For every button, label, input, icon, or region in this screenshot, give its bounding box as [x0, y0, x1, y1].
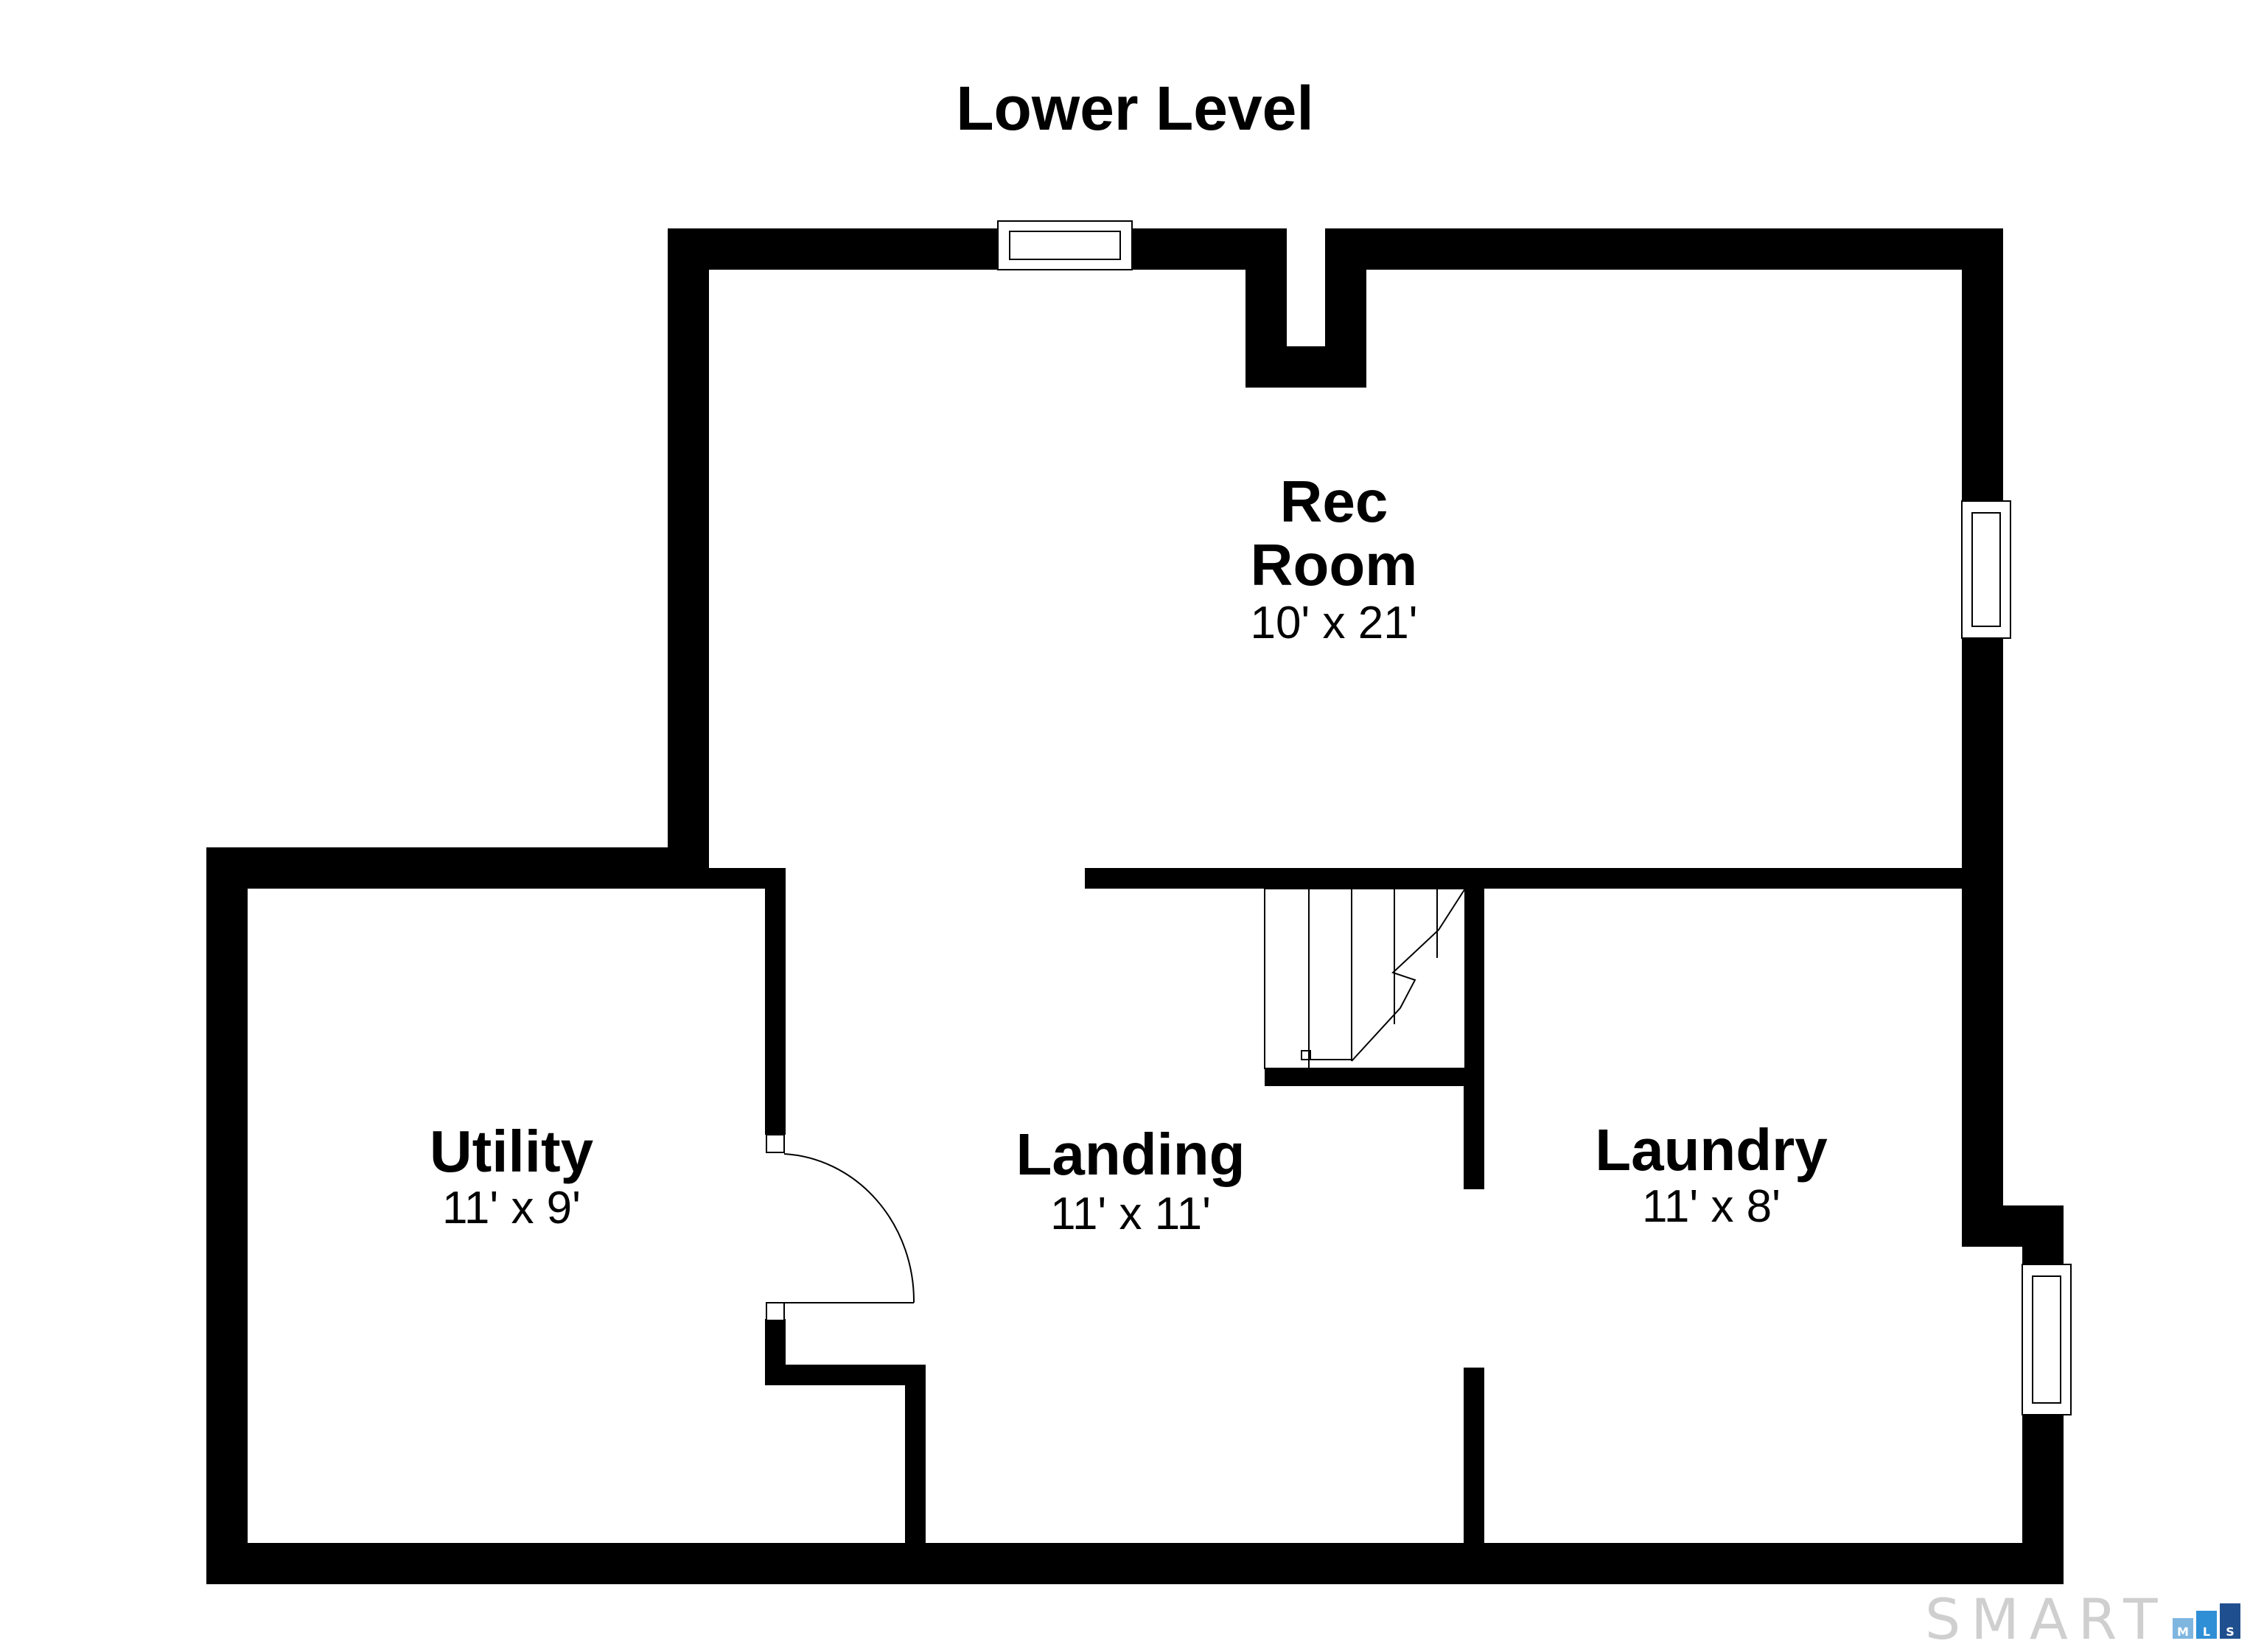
- room-name-line: Landing: [1016, 1121, 1245, 1187]
- logo-letter-l: L: [2203, 1625, 2210, 1639]
- wall-right-upper: [1962, 228, 2003, 501]
- wall-laundry-lower: [1464, 1368, 1484, 1544]
- room-laundry: Laundry 11' x 8': [1595, 1117, 1828, 1232]
- windows: [997, 220, 2072, 1415]
- wall-laundry-upper: [1464, 868, 1484, 1189]
- logo-square-m: [2173, 1618, 2193, 1639]
- utility-door: [766, 1134, 915, 1321]
- wall-rec-bottom: [1085, 868, 1982, 889]
- stairs: [1264, 888, 1466, 1069]
- logo-letter-s: S: [2226, 1625, 2235, 1639]
- wall-bottom: [206, 1543, 2064, 1584]
- room-dimensions: 11' x 8': [1642, 1181, 1781, 1232]
- wall-top-right: [1325, 228, 2003, 270]
- wall-stair-bottom: [1265, 1068, 1484, 1086]
- wall-rec-left: [668, 228, 709, 889]
- wall-utility-ledge-down: [905, 1365, 926, 1544]
- room-landing: Landing 11' x 11': [1016, 1121, 1245, 1239]
- room-dimensions: 10' x 21': [1250, 598, 1417, 648]
- room-dimensions: 11' x 9': [442, 1183, 581, 1233]
- wall-left: [206, 847, 248, 1584]
- room-name-line: Rec: [1280, 469, 1388, 534]
- walls: [206, 228, 2064, 1584]
- room-labels: Rec Room 10' x 21' Utility 11' x 9' Land…: [430, 469, 1828, 1239]
- room-utility: Utility 11' x 9': [430, 1119, 594, 1233]
- room-dimensions: 11' x 11': [1050, 1189, 1211, 1239]
- logo-square-s: [2220, 1603, 2240, 1639]
- wall-top-left: [668, 228, 998, 270]
- window-right-upper: [1961, 500, 2011, 639]
- room-rec-room: Rec Room 10' x 21': [1250, 469, 1417, 648]
- window-top: [997, 220, 1133, 270]
- plan-title: Lower Level: [956, 74, 1314, 143]
- wall-right-jog-upper: [2022, 1205, 2064, 1264]
- window-right-lower: [2022, 1264, 2072, 1415]
- smart-mls-logo: SMART M L S: [1925, 1586, 2240, 1652]
- wall-utility-ledge: [765, 1365, 926, 1385]
- room-name-line: Utility: [430, 1119, 594, 1184]
- wall-utility-right-upper: [765, 868, 786, 1135]
- wall-right-middle: [1962, 638, 2003, 1247]
- logo-letter-m: M: [2177, 1625, 2189, 1639]
- room-name-line: Laundry: [1595, 1117, 1828, 1183]
- logo-square-l: [2196, 1611, 2217, 1639]
- logo-text: SMART: [1925, 1586, 2168, 1652]
- room-name-line: Room: [1251, 532, 1418, 598]
- wall-left-step-top: [206, 847, 709, 889]
